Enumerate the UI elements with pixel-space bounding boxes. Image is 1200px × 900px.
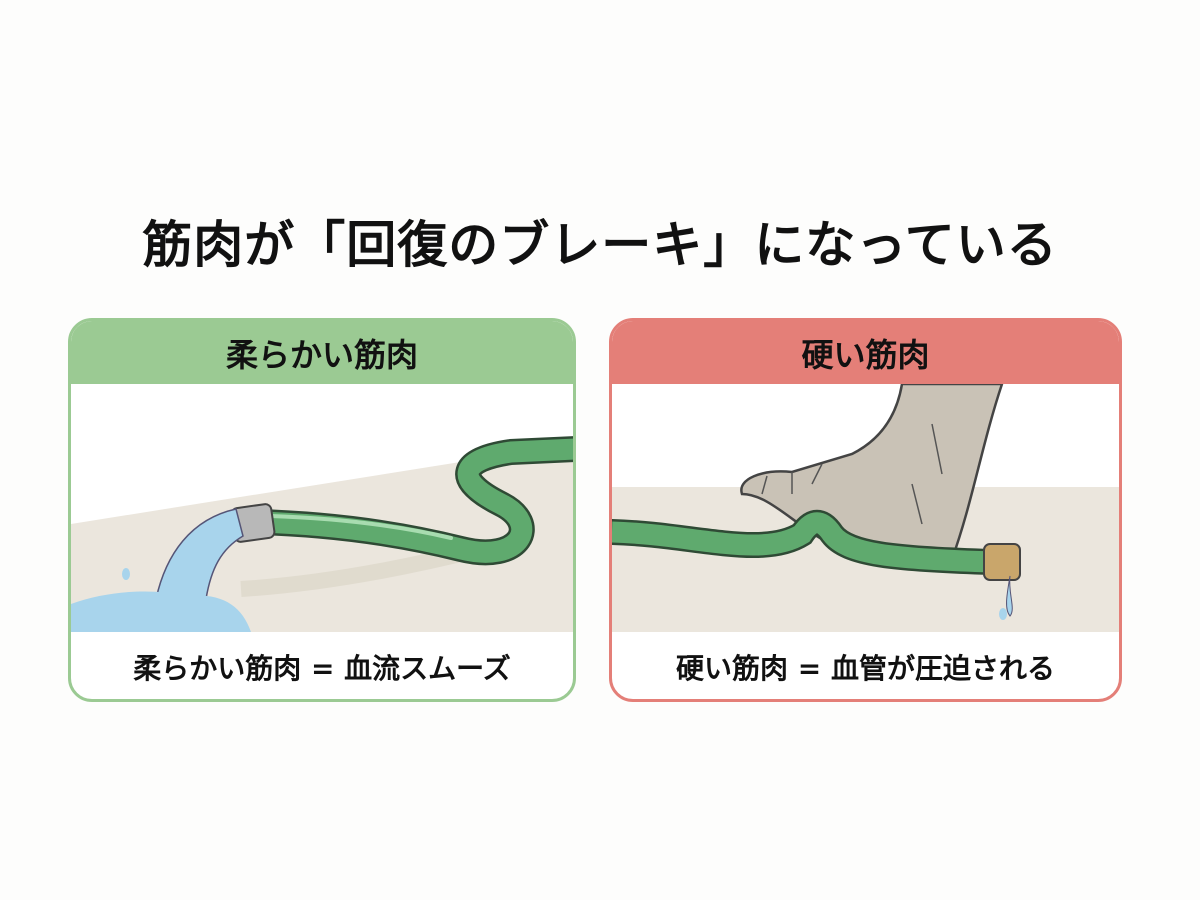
hard-muscle-heading: 硬い筋肉 bbox=[612, 321, 1119, 384]
soft-muscle-panel: 柔らかい筋肉 柔らかい筋肉 = 血流スムーズ bbox=[68, 318, 576, 702]
foot-stepping-on-hose-illustration bbox=[612, 384, 1119, 632]
soft-muscle-caption: 柔らかい筋肉 = 血流スムーズ bbox=[133, 652, 511, 685]
water-puddle bbox=[71, 591, 251, 632]
hard-muscle-caption: 硬い筋肉 = 血管が圧迫される bbox=[676, 652, 1055, 685]
water-drip bbox=[1006, 575, 1013, 617]
page-title: 筋肉が「回復のブレーキ」になっている bbox=[142, 216, 1058, 274]
hose-nozzle bbox=[983, 543, 1021, 581]
hard-muscle-panel: 硬い筋肉 硬い筋肉 = 血管が圧迫される bbox=[609, 318, 1122, 702]
soft-muscle-heading: 柔らかい筋肉 bbox=[71, 321, 573, 384]
squeezed-hose bbox=[612, 512, 993, 573]
hose-water-flowing-illustration bbox=[71, 436, 573, 632]
green-hose bbox=[245, 438, 573, 563]
